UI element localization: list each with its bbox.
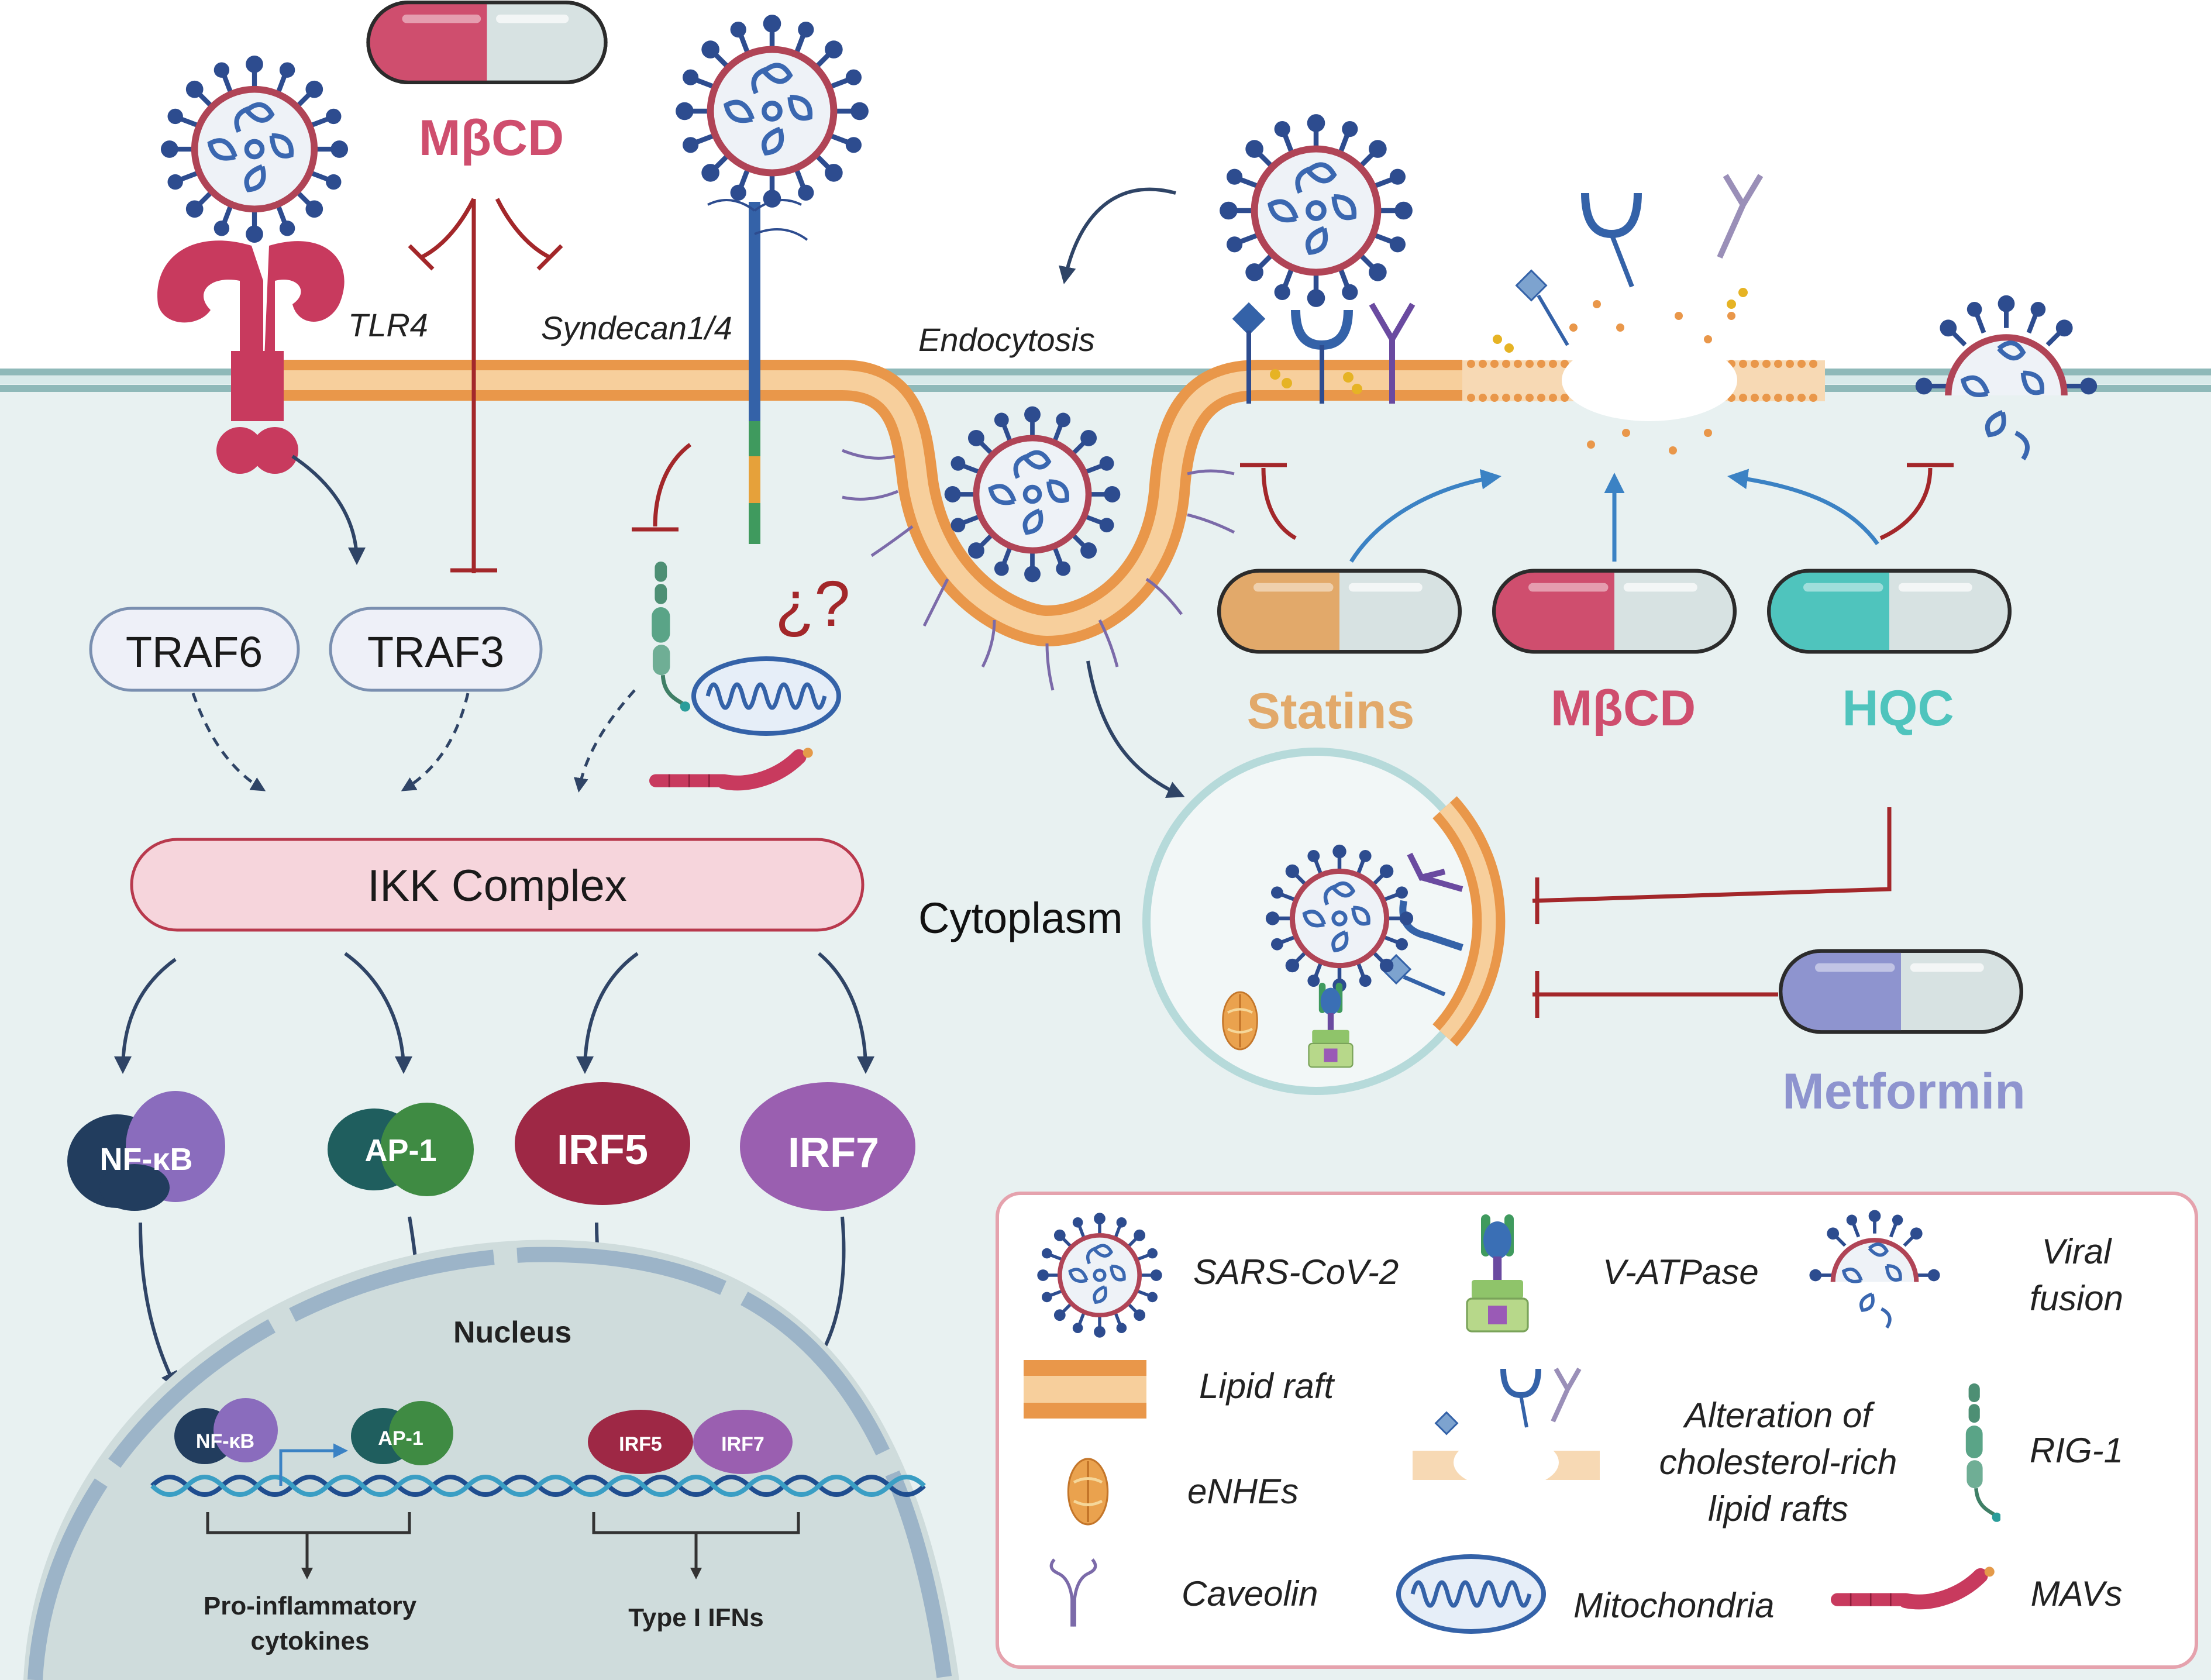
mbcd-top-label: MβCD [419, 110, 564, 166]
legend-alteration-label-3: lipid rafts [1708, 1489, 1848, 1528]
metformin-capsule-icon [1780, 951, 2021, 1032]
legend-mitochondria-label: Mitochondria [1573, 1586, 1775, 1625]
irf7-label: IRF7 [788, 1130, 879, 1176]
legend-lipid-raft-label: Lipid raft [1199, 1366, 1335, 1406]
hqc-capsule-icon [1769, 571, 2010, 652]
gene-arrow-icon [301, 1568, 313, 1579]
nuclear-irf7-label: IRF7 [721, 1433, 764, 1455]
legend-enhes-label: eNHEs [1187, 1472, 1299, 1511]
legend-rig1-label: RIG-1 [2030, 1431, 2123, 1470]
ap1-protein-icon [328, 1103, 474, 1196]
legend-viral-label: Viral [2042, 1232, 2113, 1271]
nfkb-label: NF-κB [99, 1142, 192, 1177]
raft-receptors [1232, 302, 1416, 404]
traf6-label: TRAF6 [126, 628, 263, 676]
nuclear-ap1-icon [351, 1401, 453, 1465]
legend-mitochondria-icon [1399, 1557, 1544, 1631]
statins-capsule-icon [1219, 571, 1460, 652]
dashed-arrows [191, 689, 636, 793]
nuclear-ap1-label: AP-1 [378, 1427, 423, 1450]
nuclear-nfkb-label: NF-κB [196, 1430, 254, 1452]
sars-cov-2-icon [161, 56, 348, 243]
disrupted-lipid-raft [1462, 174, 1825, 455]
traf3-label: TRAF3 [367, 628, 504, 676]
ikk-complex-label: IKK Complex [367, 861, 627, 911]
nucleus-label: Nucleus [453, 1316, 571, 1349]
legend-alteration-label-1: Alteration of [1683, 1396, 1875, 1435]
extracellular-space [0, 0, 2211, 377]
legend-vatpase-label: V-ATPase [1603, 1252, 1759, 1292]
gene-arrow-icon [690, 1568, 702, 1579]
pro-inflammatory-label: Pro-inflammatory [204, 1592, 417, 1620]
traf6-box [89, 607, 300, 692]
cytokines-label: cytokines [251, 1627, 370, 1655]
legend-fusion-label: fusion [2030, 1279, 2123, 1318]
sars-cov-2-icon [1266, 845, 1413, 992]
unknown-mechanism-label: ¿? [775, 568, 850, 640]
lipid-raft-invagination [231, 360, 1462, 691]
syndecan-label: Syndecan1/4 [541, 309, 732, 346]
nuclear-irf7-icon [693, 1410, 793, 1474]
legend-sars-icon [1037, 1213, 1162, 1337]
traf3-box [329, 607, 543, 692]
mbcd-capsule-icon [1494, 571, 1735, 652]
enhe-icon [1223, 992, 1258, 1049]
sars-cov-2-icon [1220, 114, 1413, 307]
nfkb-protein-icon [67, 1091, 225, 1211]
nuclear-nfkb-icon [174, 1398, 278, 1464]
sars-cov-2-icon [945, 407, 1121, 583]
irf7-protein-icon [740, 1082, 915, 1211]
legend-sars-label: SARS-CoV-2 [1193, 1252, 1399, 1292]
activation-arrows [1349, 469, 1879, 563]
cytoplasm-label: Cytoplasm [918, 894, 1123, 942]
legend-mavs-label: MAVs [2031, 1574, 2123, 1613]
legend-alteration-icon [1413, 1368, 1600, 1489]
legend-enhe-icon [1068, 1459, 1107, 1524]
syndecan-icon [707, 199, 808, 544]
metformin-label: Metformin [1782, 1063, 2026, 1120]
mbcd-right-label: MβCD [1551, 680, 1696, 736]
legend-box [996, 1192, 2198, 1669]
nuclear-irf5-label: IRF5 [619, 1433, 662, 1455]
endocytosis-label: Endocytosis [918, 321, 1095, 358]
mitochondrion-icon [694, 659, 839, 734]
legend-alteration-label-2: cholesterol-rich [1659, 1443, 1897, 1482]
mbcd-capsule-icon [368, 2, 606, 82]
gene-brackets [206, 1512, 800, 1574]
irf5-label: IRF5 [557, 1127, 648, 1173]
sars-cov-2-icon [676, 15, 869, 208]
nuclear-irf5-icon [588, 1410, 693, 1474]
tlr4-receptor-icon [157, 240, 345, 474]
legend-lipid-raft-icon [1024, 1360, 1146, 1419]
inhibition-arrows [408, 198, 1954, 1018]
ikk-complex-box [130, 838, 865, 932]
statins-label: Statins [1247, 683, 1415, 739]
nucleus [23, 1240, 959, 1680]
type-i-ifns-label: Type I IFNs [628, 1603, 763, 1632]
ap1-label: AP-1 [364, 1133, 436, 1168]
tlr4-label: TLR4 [348, 307, 428, 343]
irf5-protein-icon [515, 1082, 690, 1205]
legend-caveolin-label: Caveolin [1182, 1574, 1318, 1613]
transcription-arrow [279, 1443, 348, 1486]
hqc-label: HQC [1842, 680, 1954, 736]
